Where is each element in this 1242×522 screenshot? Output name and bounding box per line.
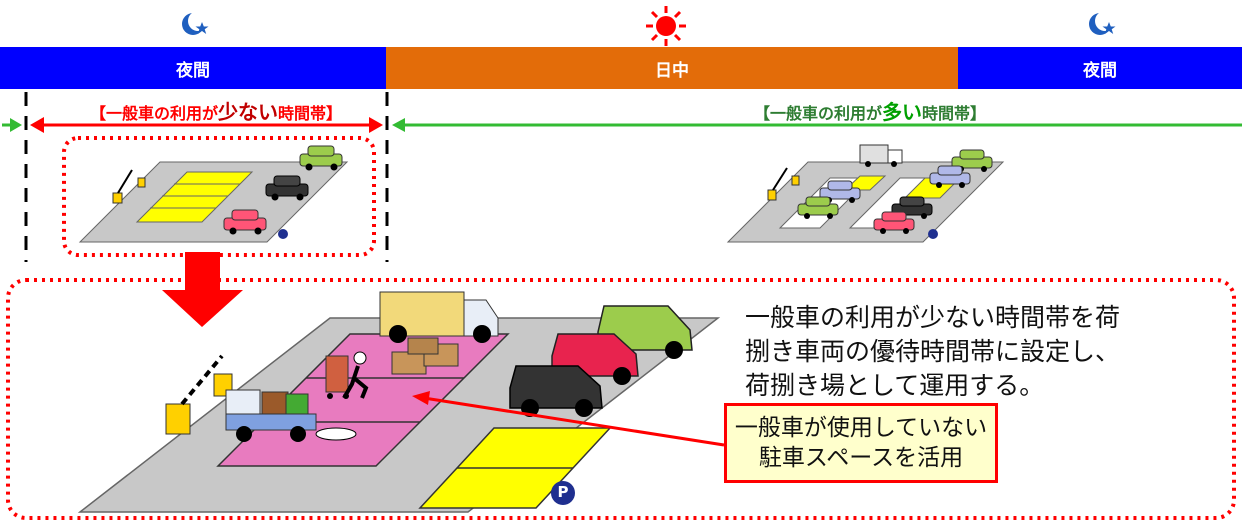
segment-label: 夜間 <box>1083 60 1117 81</box>
sun-icon <box>646 6 686 46</box>
label-part: 時間帯 <box>278 104 327 123</box>
label-part: 時間帯 <box>922 104 971 123</box>
timeline-bar: 夜間 日中 夜間 <box>0 47 1242 89</box>
callout-line-1: 一般車が使用していない <box>734 415 988 441</box>
car-black <box>265 175 309 201</box>
label-emphasis: 少ない <box>218 100 279 124</box>
high-usage-arrow <box>2 118 1242 132</box>
segment-night-left: 夜間 <box>0 47 386 89</box>
bracket-open: 【 <box>754 104 771 123</box>
low-usage-label: 【一般車の利用が少ない時間帯】 <box>90 96 342 125</box>
low-usage-arrow <box>30 117 383 133</box>
forklift-truck <box>225 389 357 442</box>
bracket-close: 】 <box>326 104 343 123</box>
car-lavender <box>929 165 971 188</box>
car-red <box>873 211 915 234</box>
description-line-3: 荷捌き場として運用する。 <box>745 371 1045 400</box>
worker-with-cart <box>325 351 369 399</box>
moon-star-icon <box>1089 11 1116 35</box>
car-green <box>951 149 993 172</box>
parking-sign-icon <box>551 481 575 505</box>
parking-sign-label: P <box>557 483 569 501</box>
description-line-2: 捌き車両の優待時間帯に設定し、 <box>745 337 1121 366</box>
callout-pointer-arrow <box>412 391 725 447</box>
car-lavender <box>819 180 861 203</box>
cargo-boxes <box>391 337 459 375</box>
parking-sign-icon <box>928 229 938 239</box>
label-part: 一般車の利用が <box>106 104 219 123</box>
high-usage-label: 【一般車の利用が多い時間帯】 <box>754 96 986 125</box>
description-line-1: 一般車の利用が少ない時間帯を荷 <box>745 303 1121 332</box>
segment-night-right: 夜間 <box>958 47 1242 89</box>
truck-small <box>859 144 903 167</box>
down-arrow <box>162 252 243 327</box>
gate-barrier <box>165 354 233 435</box>
car-green <box>797 196 839 219</box>
segment-day: 日中 <box>386 47 958 89</box>
callout-line-2: 駐車スペースを活用 <box>758 445 964 471</box>
loading-area-frame <box>6 278 1236 520</box>
segment-label: 日中 <box>655 60 689 81</box>
callout-box: 一般車が使用していない 駐車スペースを活用 <box>724 403 998 483</box>
label-emphasis: 多い <box>882 100 923 124</box>
label-part: 一般車の利用が <box>770 104 883 123</box>
car-green <box>299 145 343 171</box>
moon-star-icon <box>182 11 209 35</box>
delivery-truck <box>379 291 499 343</box>
small-parking-lot-night <box>78 161 349 243</box>
segment-label: 夜間 <box>176 60 210 81</box>
bracket-close: 】 <box>970 104 987 123</box>
car-red <box>223 209 267 235</box>
parking-sign-icon <box>278 229 288 239</box>
bracket-open: 【 <box>90 104 107 123</box>
